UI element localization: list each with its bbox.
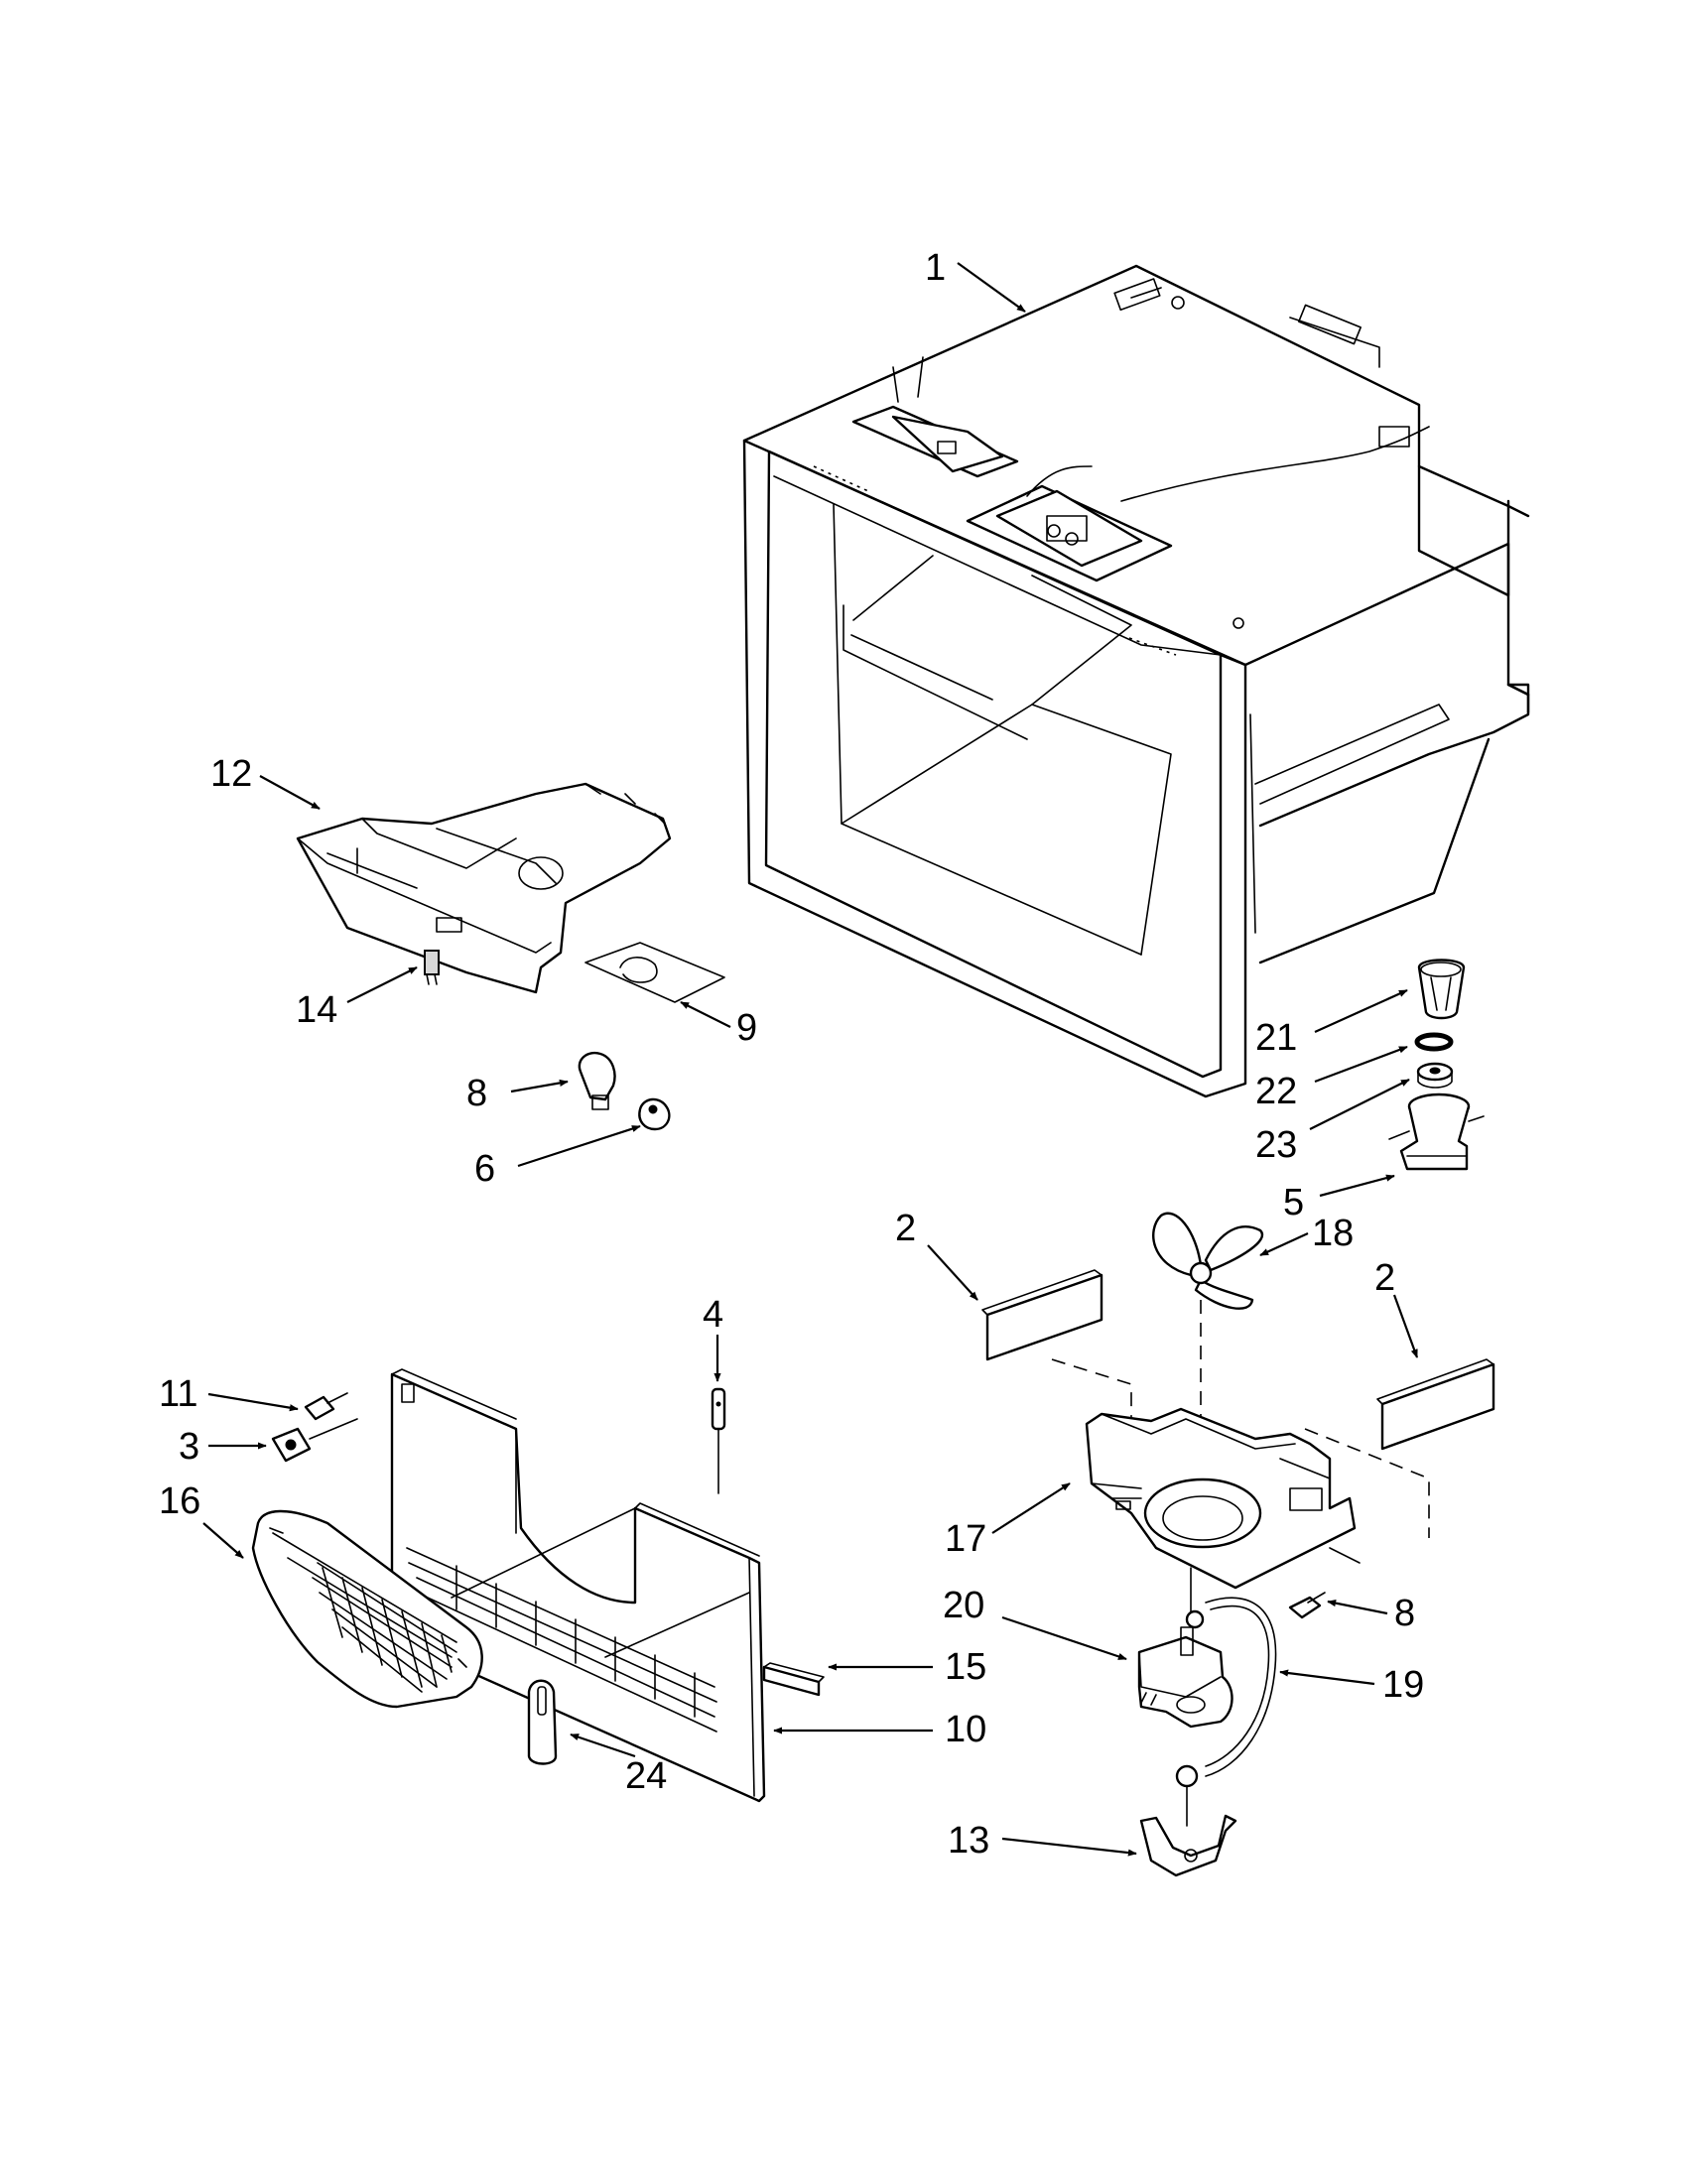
callout-2-right: 2: [1374, 1257, 1395, 1299]
callout-4: 4: [703, 1294, 723, 1336]
rear-cover-panel: [390, 1368, 766, 1803]
foam-strip: [762, 1662, 825, 1697]
insulation-pad-left: [981, 1269, 1103, 1361]
thermistor: [711, 1387, 726, 1494]
fan-blade: [1152, 1212, 1264, 1310]
o-ring: [1414, 1032, 1454, 1052]
callout-24: 24: [625, 1755, 667, 1797]
callout-15: 15: [945, 1646, 986, 1688]
callout-2-left: 2: [895, 1208, 916, 1249]
insulation-pad-right: [1376, 1358, 1495, 1451]
callout-10: 10: [945, 1709, 986, 1750]
callout-23: 23: [1255, 1124, 1297, 1166]
callout-12: 12: [210, 753, 252, 795]
fan-housing: [1085, 1407, 1361, 1590]
callout-labels: 1 12 14 9 8 6 21 22 23 5 2 18 2: [159, 247, 1424, 1862]
screw-right: [1288, 1592, 1326, 1619]
callout-13: 13: [948, 1820, 989, 1862]
damper-cup: [1417, 959, 1466, 1020]
fan-motor: [1137, 1609, 1233, 1729]
light-bulb: [578, 1051, 616, 1110]
callout-14: 14: [296, 989, 337, 1031]
callout-5: 5: [1283, 1182, 1304, 1223]
freezer-liner: [742, 264, 1530, 1098]
drain-adapter: [1388, 1092, 1485, 1171]
callout-17: 17: [945, 1518, 986, 1560]
callout-22: 22: [1255, 1071, 1297, 1112]
switch: [424, 950, 440, 985]
retainer-clip: [527, 1679, 558, 1765]
callout-8-screw: 8: [1394, 1593, 1415, 1634]
callout-8-bulb: 8: [466, 1073, 487, 1114]
duct-housing: [296, 782, 672, 994]
callout-3: 3: [179, 1426, 199, 1468]
top-bracket-right: [966, 484, 1173, 582]
grille-mesh: [312, 1562, 457, 1693]
callout-11: 11: [159, 1373, 197, 1415]
callout-18: 18: [1312, 1213, 1354, 1254]
top-bracket-left: [851, 405, 1019, 478]
callout-6: 6: [474, 1148, 495, 1190]
insulation-sheet: [584, 942, 725, 1003]
washer: [1416, 1062, 1454, 1089]
callout-1: 1: [925, 247, 946, 289]
callout-9: 9: [736, 1007, 757, 1049]
motor-bracket: [1139, 1764, 1237, 1877]
mount-bracket: [271, 1418, 358, 1463]
callout-16: 16: [159, 1480, 200, 1522]
light-socket: [638, 1097, 671, 1131]
air-grille: [251, 1509, 483, 1709]
wire-harness: [1205, 1597, 1277, 1777]
callout-21: 21: [1255, 1017, 1297, 1059]
callout-19: 19: [1382, 1664, 1424, 1706]
screw-left: [304, 1392, 348, 1421]
callout-20: 20: [943, 1585, 984, 1626]
